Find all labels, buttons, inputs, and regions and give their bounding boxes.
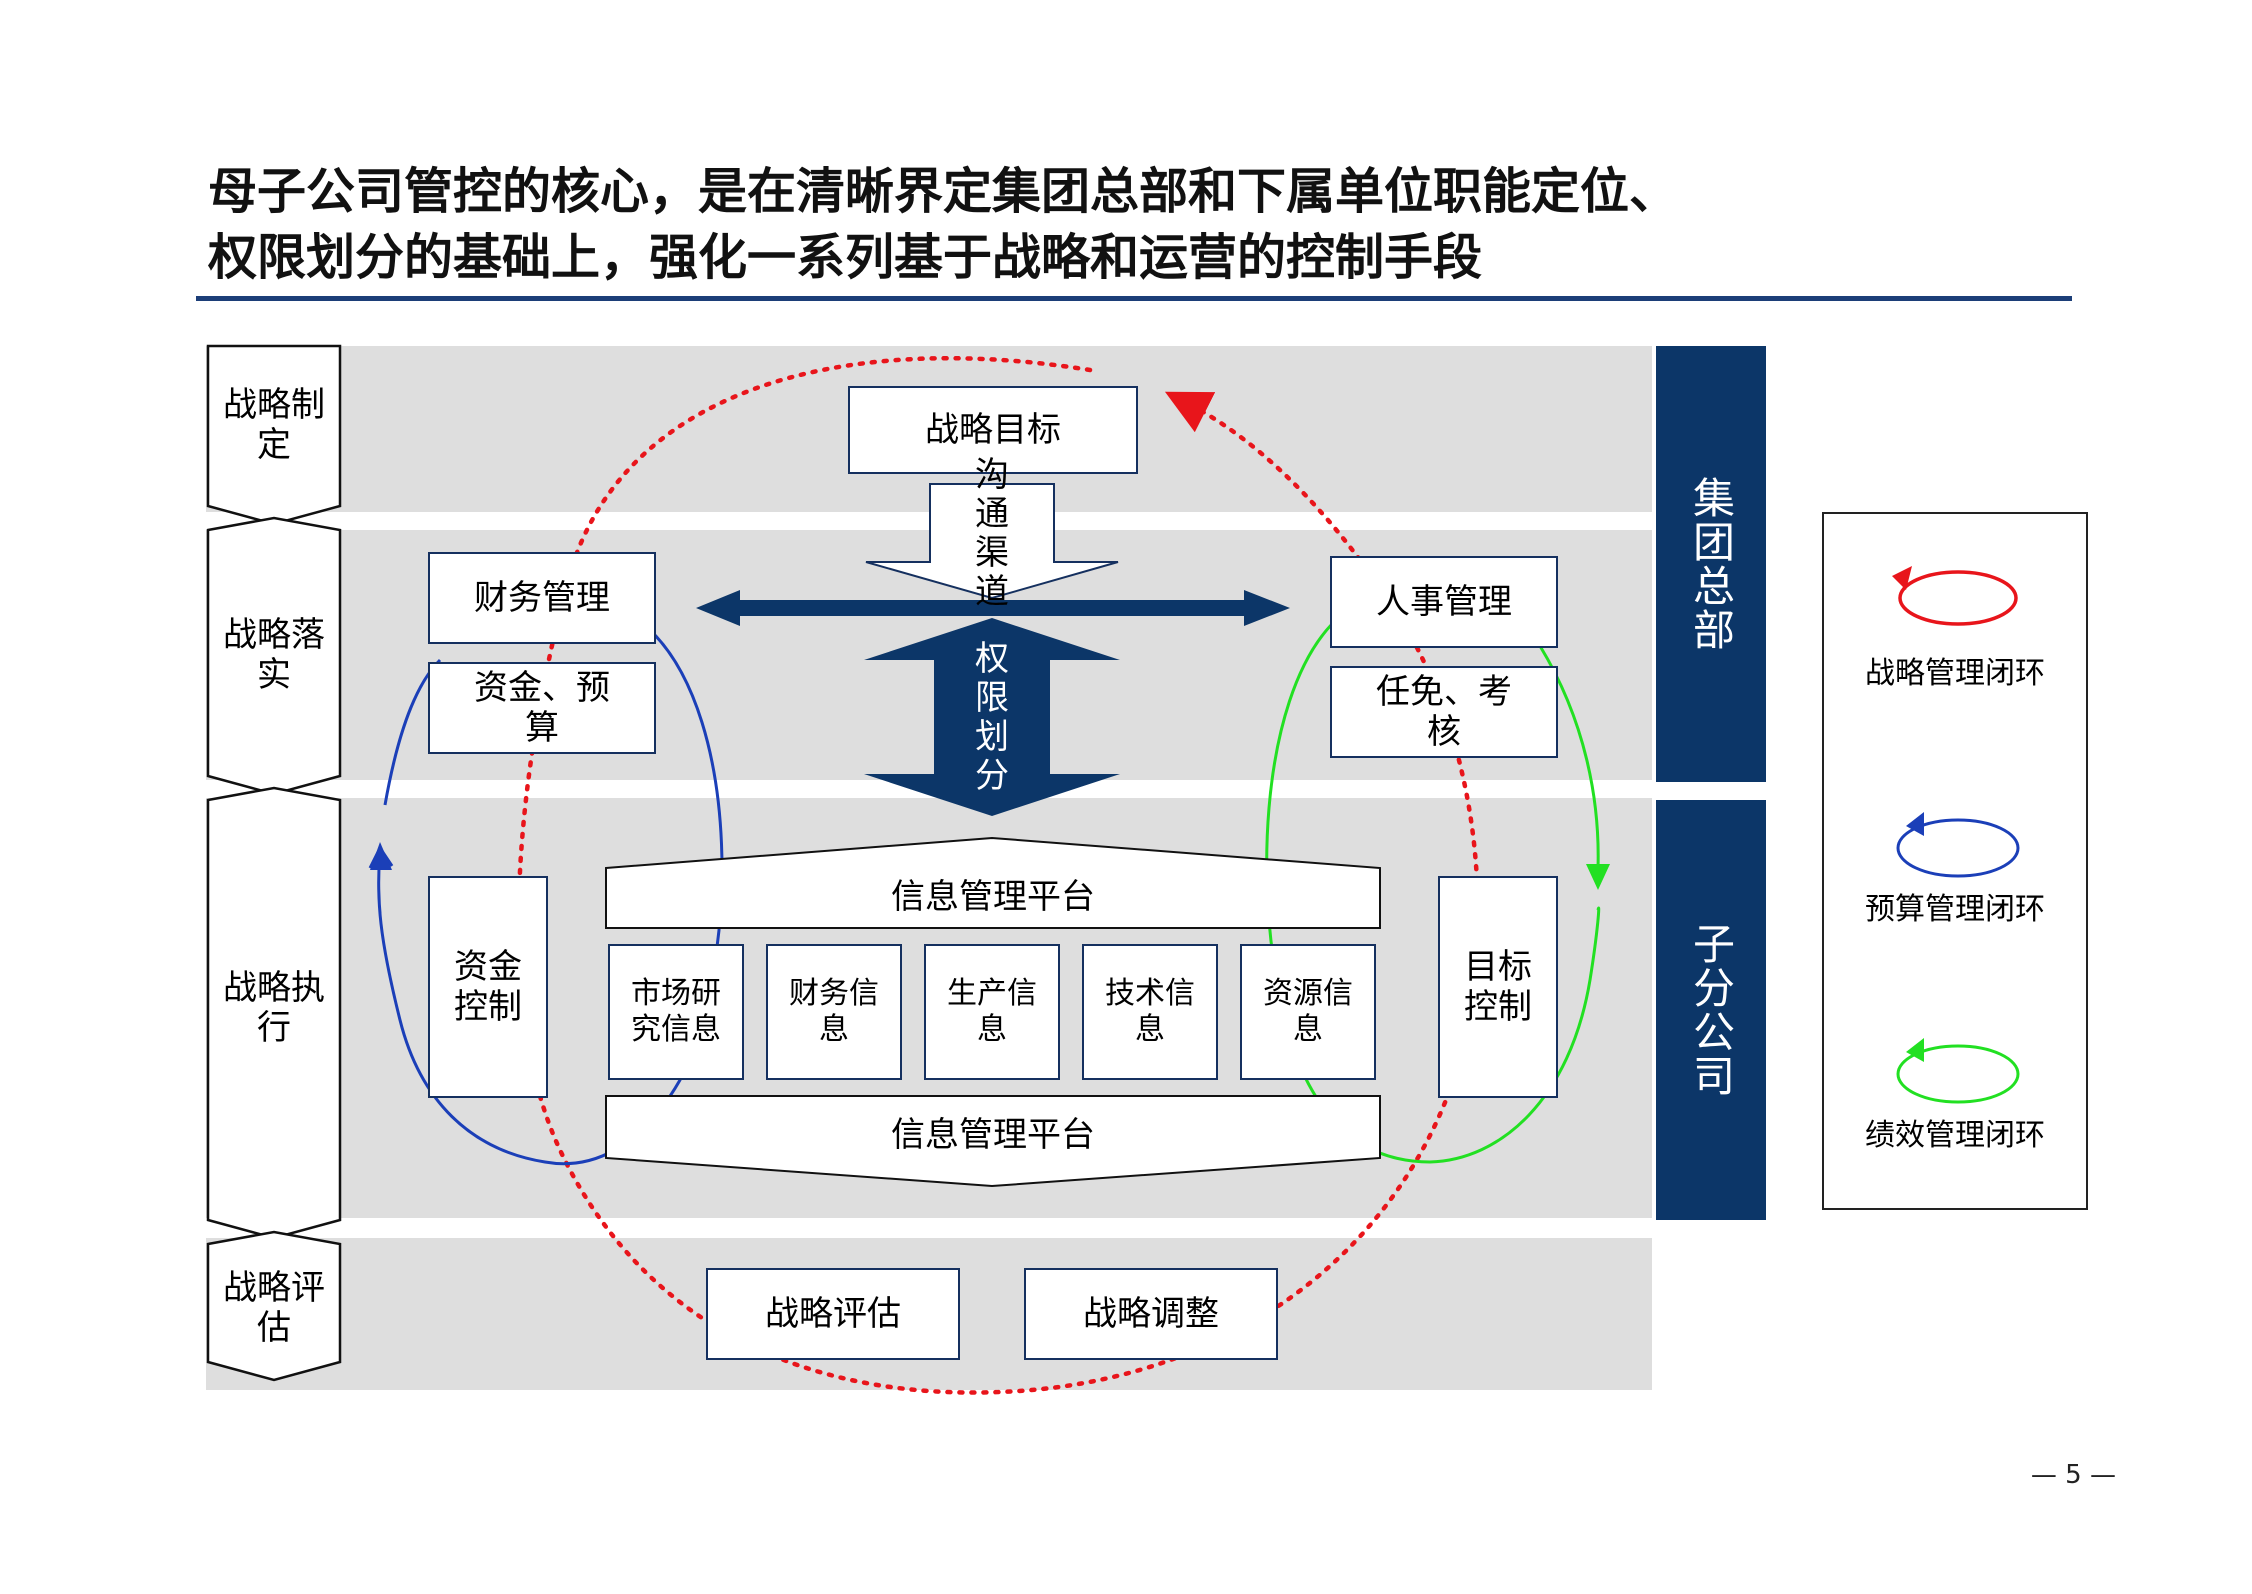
strategy-goal-label: 战略目标 xyxy=(925,410,1061,450)
finance-label: 财务管理 xyxy=(474,578,610,618)
appoint-label: 任免、考核 xyxy=(1376,672,1512,752)
hr-label: 人事管理 xyxy=(1376,582,1512,622)
stage-chevrons xyxy=(206,344,342,1382)
stage-implement-label: 战略落实 xyxy=(223,615,325,695)
legend-panel xyxy=(1822,512,2088,1210)
performance-loop-arrow-icon xyxy=(1586,864,1610,890)
legend-budget-loop-icon xyxy=(1896,812,2020,878)
adjust-box: 战略调整 xyxy=(1024,1268,1278,1360)
stage-evaluate-label: 战略评估 xyxy=(223,1268,325,1348)
budget-box: 资金、预算 xyxy=(428,662,656,754)
performance-loop-path-bottom xyxy=(1265,622,1601,1164)
platform-top-label: 信息管理平台 xyxy=(891,877,1095,917)
info-item-resource: 资源信息 xyxy=(1240,944,1376,1080)
legend-strategic-label: 战略管理闭环 xyxy=(1865,656,2045,691)
info-item-market: 市场研究信息 xyxy=(608,944,744,1080)
chevron-execute xyxy=(206,786,342,1240)
info-item-finance: 财务信息 xyxy=(766,944,902,1080)
hq-label: 集团总部 xyxy=(1686,476,1736,652)
finance-box: 财务管理 xyxy=(428,552,656,644)
authority-arrow-icon xyxy=(864,618,1120,816)
authority-label: 权限划分 xyxy=(975,639,1009,796)
platform-bottom-label: 信息管理平台 xyxy=(891,1115,1095,1155)
chevron-formulate xyxy=(206,344,342,526)
fund-control-box: 资金控制 xyxy=(428,876,548,1098)
legend-performance-loop-icon xyxy=(1896,1038,2020,1104)
channel-arrow-icon xyxy=(865,483,1119,600)
info-item-finance-label: 财务信息 xyxy=(789,976,879,1047)
info-item-production: 生产信息 xyxy=(924,944,1060,1080)
platform-top-shape xyxy=(605,836,1381,929)
hq-bar: 集团总部 xyxy=(1656,346,1766,782)
budget-loop-path-right xyxy=(377,630,724,1166)
info-item-market-label: 市场研究信息 xyxy=(631,976,721,1047)
appoint-box: 任免、考核 xyxy=(1330,666,1558,758)
channel-label: 沟通渠道 xyxy=(975,455,1009,612)
budget-loop-arrow-icon xyxy=(370,842,392,870)
info-item-resource-label: 资源信息 xyxy=(1263,976,1353,1047)
info-item-production-label: 生产信息 xyxy=(947,976,1037,1047)
target-control-box: 目标控制 xyxy=(1438,876,1558,1098)
legend-strategic-loop-icon xyxy=(1892,566,2018,626)
info-item-technology: 技术信息 xyxy=(1082,944,1218,1080)
hr-box: 人事管理 xyxy=(1330,556,1558,648)
info-item-technology-label: 技术信息 xyxy=(1105,976,1195,1047)
sub-bar: 子分公司 xyxy=(1656,800,1766,1220)
budget-label: 资金、预算 xyxy=(474,668,610,748)
horizontal-double-arrow-icon xyxy=(696,590,1290,626)
page-number: — 5 — xyxy=(2030,1460,2116,1490)
stage-formulate-label: 战略制定 xyxy=(223,385,325,465)
fund-control-label: 资金控制 xyxy=(454,947,522,1027)
target-control-label: 目标控制 xyxy=(1464,947,1532,1027)
chevron-evaluate xyxy=(206,1230,342,1382)
assess-label: 战略评估 xyxy=(765,1294,901,1334)
adjust-label: 战略调整 xyxy=(1083,1294,1219,1334)
sub-label: 子分公司 xyxy=(1686,922,1736,1098)
page-title-line-2: 权限划分的基础上，强化一系列基于战略和运营的控制手段 xyxy=(208,228,1483,286)
stage-execute-label: 战略执行 xyxy=(223,968,325,1048)
legend-performance-label: 绩效管理闭环 xyxy=(1865,1118,2045,1153)
assess-box: 战略评估 xyxy=(706,1268,960,1360)
page-title-line-1: 母子公司管控的核心，是在清晰界定集团总部和下属单位职能定位、 xyxy=(208,162,1679,220)
strategy-goal-box: 战略目标 xyxy=(848,386,1138,474)
strategic-loop-path xyxy=(516,356,1481,1395)
title-divider xyxy=(196,296,2072,301)
chevron-implement xyxy=(206,516,342,796)
platform-bottom-shape xyxy=(605,1095,1381,1188)
legend-budget-label: 预算管理闭环 xyxy=(1865,892,2045,927)
